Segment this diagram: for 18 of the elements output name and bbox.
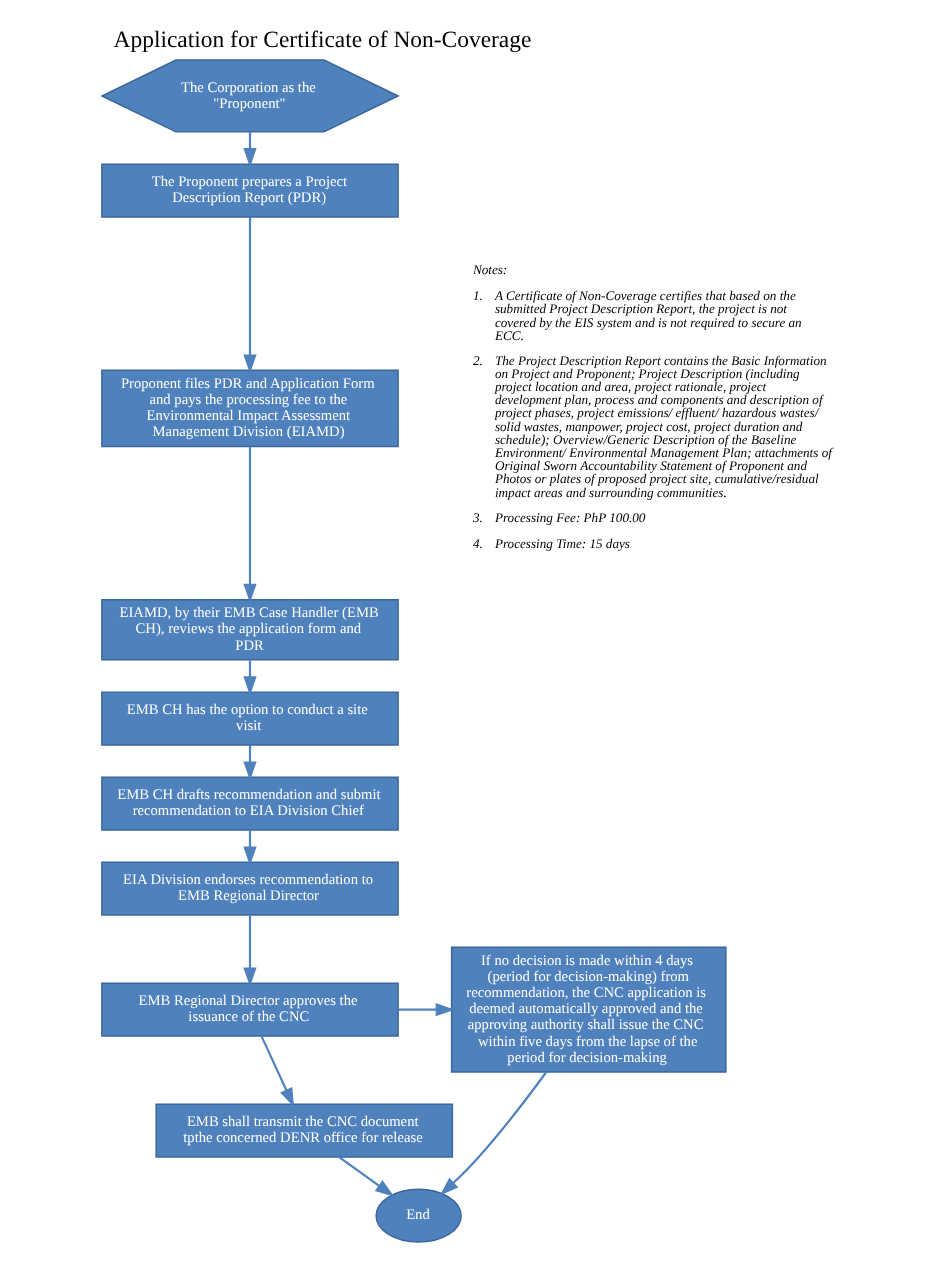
node-box: The Proponent prepares a Project Description Report (PDR) — [101, 163, 399, 218]
node-ellipse: End — [375, 1188, 462, 1243]
node-box: EIA Division endorses recommendation to EMB Regional Director — [101, 861, 399, 916]
node-box: Proponent files PDR and Application Form and pays the processing fee to the Environmental Impact Assessment Management Division (EIAMD) — [101, 369, 399, 448]
node-box: EMB CH has the option to conduct a site visit — [101, 691, 399, 746]
arrow — [243, 915, 257, 987]
node-box: EIAMD, by their EMB Case Handler (EMB CH), reviews the application form and PDR — [101, 599, 399, 661]
diagram-title: Application for Certificate of Non-Coverage — [113, 26, 532, 53]
arrow — [398, 1002, 455, 1017]
node-box: EMB shall transmit the CNC document tpthe concerned DENR office for release — [155, 1103, 454, 1158]
arrow — [338, 1156, 395, 1197]
node-box: If no decision is made within 4 days (period for decision-making) from recommendation, the CNC application is deemed automatically approved and the approving authority shall issue the CNC within five days from the lapse of the period for decision-making — [450, 946, 727, 1073]
arrow — [439, 1071, 547, 1196]
node-box: EMB CH drafts recommendation and submit recommendation to EIA Division Chief — [101, 776, 399, 831]
node-box: EMB Regional Director approves the issuance of the CNC — [101, 982, 399, 1037]
arrow — [260, 1035, 295, 1108]
arrow — [243, 217, 257, 374]
arrow — [243, 446, 257, 603]
